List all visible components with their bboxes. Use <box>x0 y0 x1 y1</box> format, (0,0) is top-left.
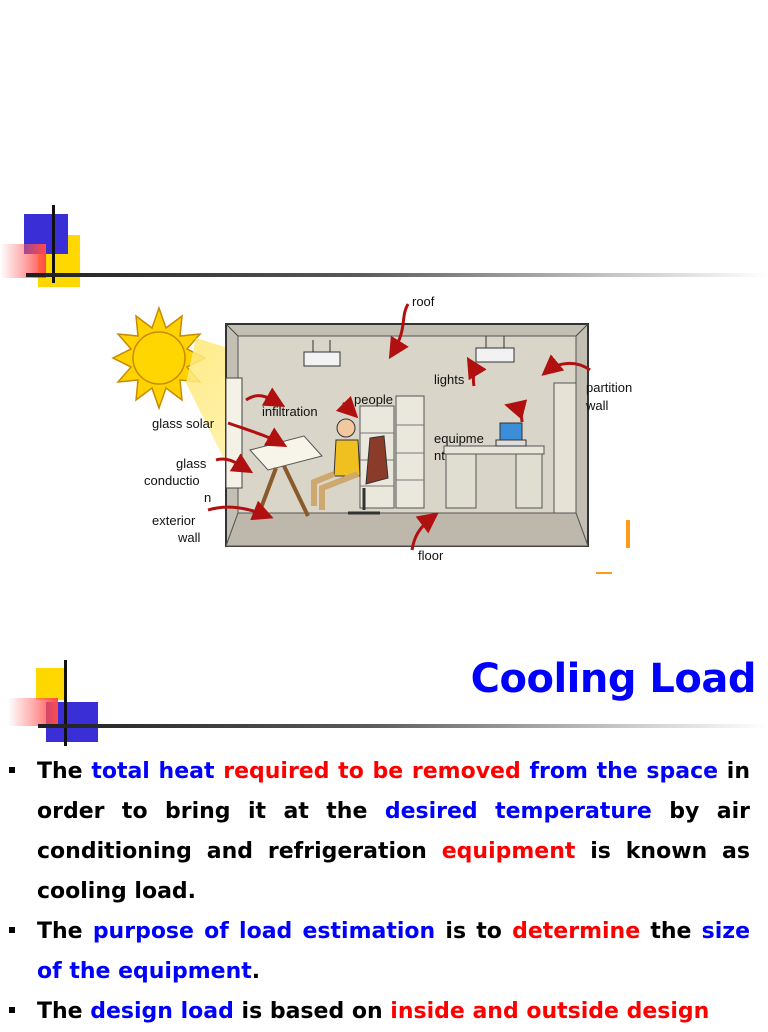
title-divider-rule <box>38 724 768 728</box>
bullet-text-run: purpose of load estimation <box>92 919 436 944</box>
deco-yellow-square <box>36 668 64 700</box>
label-partition-wall-line1: partition <box>586 380 632 395</box>
slide-title: Cooling Load <box>470 656 757 702</box>
bullet-item: The design load is based on inside and o… <box>0 992 768 1032</box>
bullet-text-run: determine <box>512 919 641 944</box>
bullet-text-run: is based on <box>233 999 391 1024</box>
top-divider-rule <box>26 273 768 277</box>
deco-red-fade <box>0 244 46 278</box>
label-lights: lights <box>434 372 465 387</box>
label-glass-conduction-line2: conductio <box>144 473 200 488</box>
label-exterior-wall-line1: exterior <box>152 513 196 528</box>
label-roof: roof <box>412 294 435 309</box>
bullet-text-run: in order to bring it at the <box>37 759 751 824</box>
heat-flow-arrows <box>207 303 591 551</box>
label-glass-conduction-line3: n <box>204 490 211 505</box>
bullet-text-run: . <box>251 959 261 984</box>
bullet-item: The total heat required to be removed fr… <box>0 752 768 912</box>
label-infiltration: infiltration <box>262 404 318 419</box>
bullet-list: The total heat required to be removed fr… <box>0 752 768 1032</box>
deco-vertical-line <box>52 205 55 283</box>
bullet-text-run: The <box>37 999 91 1024</box>
orange-edge-mark <box>626 520 630 548</box>
label-glass-conduction-line1: glass <box>176 456 207 471</box>
bullet-marker-icon <box>9 927 15 933</box>
label-floor: floor <box>418 548 444 563</box>
bullet-text-run: size of the equipment <box>37 919 751 984</box>
bullet-marker-icon <box>9 1007 15 1013</box>
bullet-text-run: inside and outside design <box>390 999 710 1024</box>
bullet-text-run: desired temperature <box>384 799 652 824</box>
bullet-text-run: The <box>37 759 92 784</box>
label-exterior-wall-line2: wall <box>177 530 201 545</box>
room-illustration <box>225 323 589 547</box>
bullet-text-run: total heat <box>91 759 215 784</box>
label-equipment-line1: equipme <box>434 431 484 446</box>
bullet-text-run: The <box>37 919 93 944</box>
deco-red-fade <box>8 698 58 726</box>
label-equipment-line2: nt <box>434 448 445 463</box>
label-people: people <box>354 392 393 407</box>
bullet-text-run: equipment <box>441 839 576 864</box>
bullet-text-run: required to be removed <box>223 759 521 784</box>
deco-vertical-line <box>64 660 67 746</box>
cooling-load-diagram: roof lights partition wall people infilt… <box>111 294 632 574</box>
bullet-text-run: design load <box>90 999 234 1024</box>
bullet-item: The purpose of load estimation is to det… <box>0 912 768 992</box>
bullet-marker-icon <box>9 767 15 773</box>
bullet-text-run: is to <box>435 919 513 944</box>
bullet-text-run: by air conditioning and refrigeration <box>37 799 750 864</box>
label-glass-solar: glass solar <box>152 416 215 431</box>
sun-icon <box>111 305 207 411</box>
bullet-text-run: the <box>640 919 702 944</box>
orange-edge-underline <box>596 572 612 574</box>
bullet-text-run <box>215 759 224 784</box>
label-partition-wall-line2: wall <box>585 398 609 413</box>
bullet-text-run: is known as cooling load. <box>37 839 751 904</box>
bullet-text-run: from the space <box>529 759 719 784</box>
